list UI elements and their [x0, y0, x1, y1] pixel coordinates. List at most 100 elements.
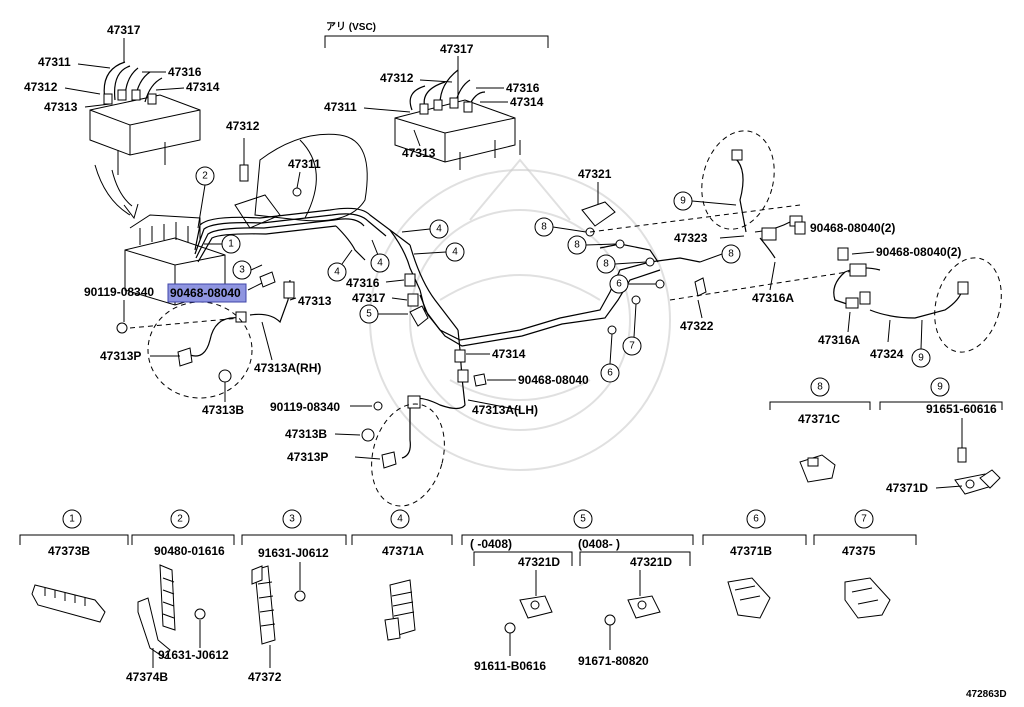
circle-callout-1: 1: [204, 234, 241, 254]
legend-item-4: 4 47371A: [351, 509, 453, 641]
svg-text:9: 9: [918, 353, 924, 364]
label-47375: 47375: [842, 544, 876, 558]
svg-text:3: 3: [289, 514, 295, 525]
svg-text:5: 5: [580, 514, 586, 525]
legend-item-8: 8 47371C: [769, 377, 871, 483]
label-47313-vsc: 47313: [402, 146, 436, 160]
actuator-block-vsc: [394, 69, 521, 170]
legend-item-1: 1 47373B: [19, 509, 129, 623]
label-91671-80820: 91671-80820: [578, 654, 649, 668]
label-90480-01616: 90480-01616: [154, 544, 225, 558]
diagram-id: 472863D: [966, 689, 1007, 700]
washer-47313B-rh: [218, 369, 232, 383]
label-range-left: ( -0408): [470, 537, 512, 551]
label-47314-left: 47314: [186, 80, 220, 94]
legend-item-7: 7 47375: [813, 509, 917, 619]
circle-callout-7: 7: [622, 303, 642, 356]
circle-callout-4d: 4: [413, 242, 465, 262]
label-90119-lower: 90119-08340: [270, 400, 340, 414]
label-47316-center: 47316: [346, 276, 380, 290]
brake-booster: [234, 133, 368, 229]
svg-text:1: 1: [69, 514, 75, 525]
label-47313-callout: 47313: [298, 294, 332, 308]
label-47317-left: 47317: [107, 23, 141, 37]
label-47372: 47372: [248, 670, 282, 684]
label-47312-master: 47312: [226, 119, 260, 133]
actuator-block-left: [89, 61, 201, 175]
svg-text:4: 4: [334, 267, 340, 278]
svg-text:4: 4: [377, 258, 383, 269]
circle-callout-6a: 6: [609, 274, 656, 294]
label-47323: 47323: [674, 231, 708, 245]
legend-item-9: 9 91651-60616 47371D: [879, 377, 1003, 495]
svg-text:2: 2: [202, 171, 208, 182]
label-47371C: 47371C: [798, 412, 840, 426]
svg-text:3: 3: [239, 265, 245, 276]
label-90468-highlighted[interactable]: 90468-08040: [170, 286, 241, 300]
label-47314-vsc: 47314: [510, 95, 544, 109]
legend-item-3: 3 91631-J0612 47372: [241, 509, 347, 684]
circle-callout-5: 5: [359, 304, 408, 324]
svg-text:5: 5: [366, 309, 372, 320]
circle-callout-6b: 6: [600, 333, 620, 383]
svg-text:6: 6: [753, 514, 759, 525]
label-47311-vsc: 47311: [324, 100, 357, 114]
highlight-90468-08040[interactable]: [167, 283, 247, 303]
svg-text:6: 6: [607, 368, 613, 379]
label-47316-vsc: 47316: [506, 81, 540, 95]
circle-callout-9a: 9: [673, 191, 737, 211]
label-91611-B0616: 91611-B0616: [474, 659, 546, 673]
label-47314-center: 47314: [492, 347, 526, 361]
hose-47313A-rh: [189, 279, 295, 357]
legend-item-5: 5 ( -0408) (0408- ) 47321D 47321D 91611-…: [461, 509, 694, 673]
circle-callout-2: 2: [195, 166, 215, 229]
label-90468-right-1: 90468-08040(2): [810, 221, 895, 235]
circle-callout-8c: 8: [596, 254, 647, 274]
svg-text:8: 8: [574, 240, 580, 251]
label-90119-upper: 90119-08340: [84, 285, 154, 299]
label-47324: 47324: [870, 347, 904, 361]
label-47311-left: 47311: [38, 55, 71, 69]
label-47312-left: 47312: [24, 80, 58, 94]
circle-callout-8b: 8: [567, 235, 617, 255]
label-47321D-left: 47321D: [518, 555, 560, 569]
watermark-emblem: [369, 158, 671, 471]
flex-hose-47316A-lower: [833, 267, 881, 306]
svg-text:7: 7: [629, 341, 635, 352]
svg-text:9: 9: [680, 196, 686, 207]
svg-text:8: 8: [728, 249, 734, 260]
circle-callout-8a: 8: [534, 217, 587, 237]
svg-text:2: 2: [177, 514, 183, 525]
circle-callout-4b: 4: [370, 239, 390, 273]
svg-text:8: 8: [541, 222, 547, 233]
label-47317-vsc: 47317: [440, 42, 474, 56]
sensor-wire-lower: [869, 289, 963, 319]
label-47374B: 47374B: [126, 670, 168, 684]
label-91631-J0612-b: 91631-J0612: [258, 546, 329, 560]
label-47321: 47321: [578, 167, 612, 181]
label-47317-center: 47317: [352, 291, 386, 305]
label-90468-right-2: 90468-08040(2): [876, 245, 961, 259]
label-91651-60616: 91651-60616: [926, 402, 997, 416]
circle-callout-4c: 4: [401, 219, 449, 239]
svg-text:4: 4: [397, 514, 403, 525]
label-47371A: 47371A: [382, 544, 424, 558]
label-47313P-rh: 47313P: [100, 349, 141, 363]
circle-callout-9b: 9: [911, 319, 931, 368]
label-47312-vsc: 47312: [380, 71, 414, 85]
svg-text:8: 8: [817, 382, 823, 393]
legend-item-2: 2 90480-01616 91631-J0612 47374B: [126, 509, 235, 684]
label-47371B: 47371B: [730, 544, 772, 558]
vsc-bracket: [324, 35, 549, 48]
legend-item-6: 6 47371B: [702, 509, 807, 619]
svg-text:9: 9: [937, 382, 943, 393]
banjo-bolt-47313P-rh: [177, 347, 193, 367]
banjo-bolt-47313P-lh: [381, 451, 397, 469]
label-47313B-lh: 47313B: [285, 427, 327, 441]
vsc-header: アリ (VSC): [326, 21, 376, 33]
arrow-block-to-assembly: [94, 164, 131, 216]
label-47313P-lh: 47313P: [287, 450, 328, 464]
label-47311-master: 47311: [288, 157, 321, 171]
hose-47313A-lh: [401, 369, 469, 459]
